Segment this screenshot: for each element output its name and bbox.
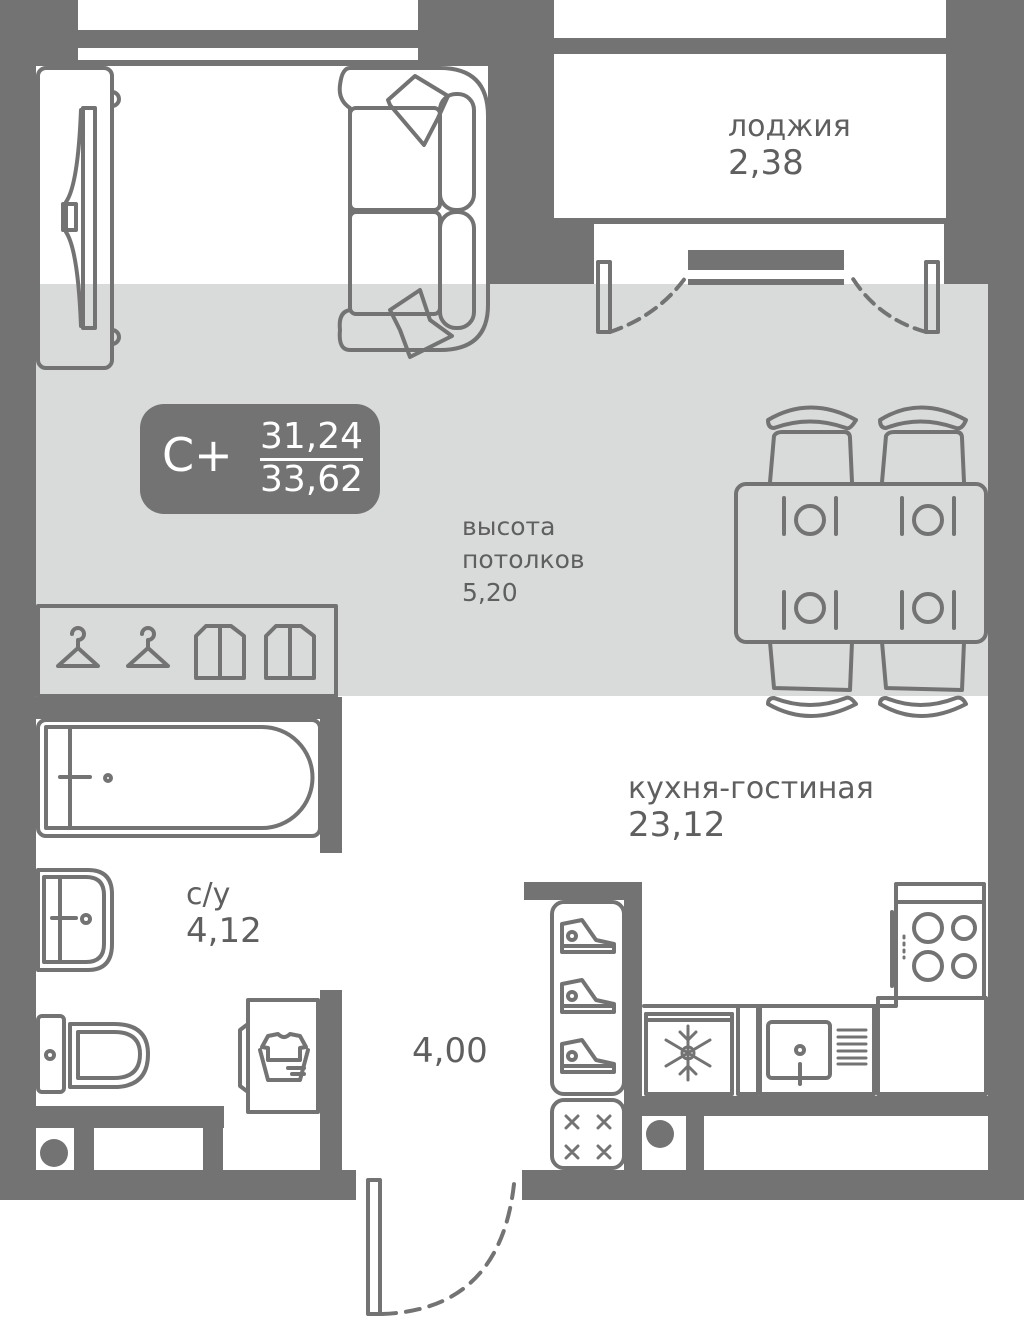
apartment-type-badge: С+ 31,24 33,62	[140, 404, 380, 514]
window	[78, 48, 418, 60]
ceiling-label-line1: высота	[462, 512, 556, 541]
area-fraction: 31,24 33,62	[260, 418, 364, 500]
entrance-door-icon	[366, 1178, 516, 1316]
apartment-type: С+	[162, 428, 233, 482]
room-name: кухня-гостиная	[628, 771, 874, 806]
ceiling-height-label: высота потолков 5,20	[462, 510, 585, 609]
loggia-window	[554, 0, 946, 38]
stove-icon	[902, 912, 977, 982]
room-area: 2,38	[728, 143, 804, 183]
room-area: 23,12	[628, 805, 726, 845]
ceiling-label-line2: потолков	[462, 545, 585, 574]
shaft-icon	[40, 1139, 68, 1167]
sink-icon	[766, 1020, 868, 1086]
ceiling-value: 5,20	[462, 578, 518, 607]
room-name: с/у	[186, 877, 231, 912]
dining-table-icon	[734, 405, 988, 718]
fridge-icon	[664, 1024, 712, 1082]
shaft	[704, 1116, 988, 1170]
total-area: 33,62	[260, 459, 364, 500]
bathtub-icon	[36, 718, 322, 838]
living-area: 31,24	[260, 418, 364, 461]
walls	[0, 0, 1024, 1200]
room-label-kitchen-living: кухня-гостиная 23,12	[628, 771, 874, 845]
sofa-icon	[337, 66, 490, 359]
shaft-icon	[646, 1120, 674, 1148]
washing-machine-icon	[238, 998, 320, 1114]
window	[78, 5, 418, 30]
tv-stand-icon	[36, 66, 121, 370]
shoe-cabinet-icon	[550, 900, 626, 1170]
washbasin-icon	[36, 868, 114, 972]
balcony-door-icon	[596, 260, 940, 334]
room-label-bathroom: с/у 4,12	[186, 877, 262, 951]
room-area: 4,12	[186, 911, 262, 951]
room-label-hallway: 4,00	[412, 1030, 488, 1068]
room-name: лоджия	[728, 109, 851, 144]
room-area: 4,00	[412, 1031, 488, 1071]
kitchen-counter	[642, 882, 988, 1096]
toilet-icon	[36, 1014, 150, 1094]
wardrobe-icon	[36, 604, 338, 698]
room-label-loggia: лоджия 2,38	[728, 109, 851, 183]
shaft	[94, 1128, 203, 1170]
